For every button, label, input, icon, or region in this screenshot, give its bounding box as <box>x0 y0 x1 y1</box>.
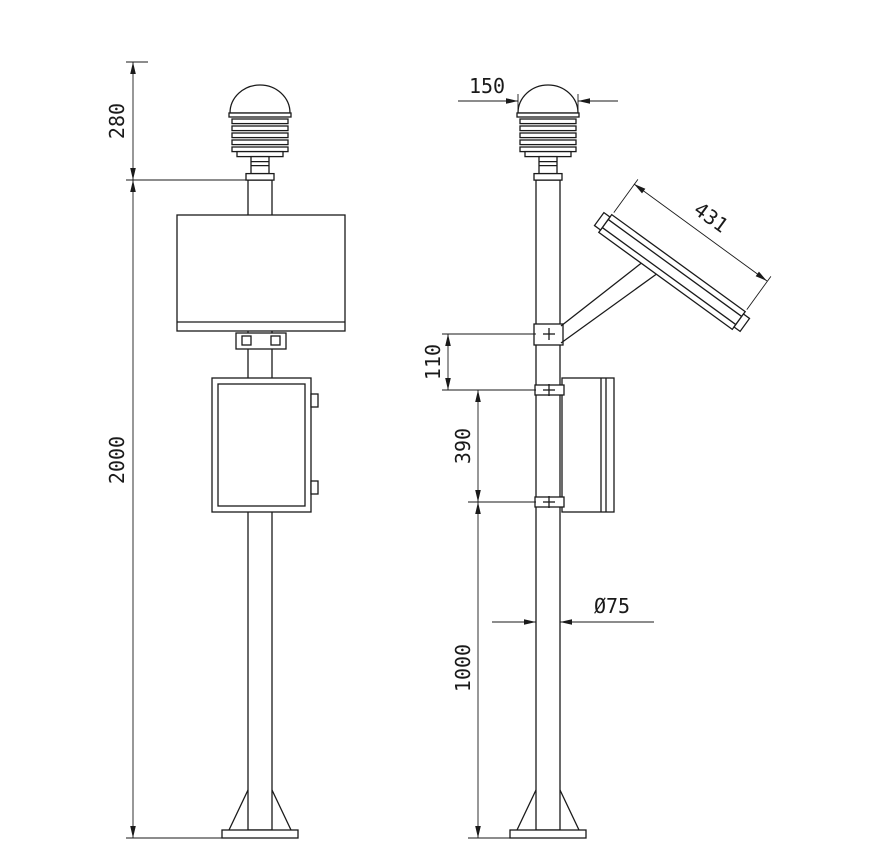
panel-arm <box>560 260 659 344</box>
dim-110-label: 110 <box>421 344 445 380</box>
dim-280: 280 <box>105 61 250 181</box>
side-view <box>509 84 751 839</box>
display-box-front <box>176 214 346 350</box>
cabinet-hinge-bottom <box>310 480 319 495</box>
dim-431-label: 431 <box>689 197 732 238</box>
dim-390: 390 <box>451 390 536 503</box>
base-plate-front <box>221 829 299 839</box>
dim-1000: 1000 <box>451 502 512 839</box>
dim-110: 110 <box>421 333 536 391</box>
panel-end-bracket-right <box>733 313 751 333</box>
dim-diameter-label: Ø75 <box>594 594 630 618</box>
dim-1000-label: 1000 <box>451 644 475 692</box>
base-front <box>221 789 299 839</box>
band-bolt-cross-bottom <box>543 496 555 508</box>
dim-2000: 2000 <box>105 180 224 839</box>
wind-sensor-front <box>228 84 292 181</box>
clamp-bolt-cross <box>543 328 555 340</box>
band-bolt-cross-top <box>543 384 555 396</box>
dim-150-label: 150 <box>469 74 505 98</box>
dim-2000-label: 2000 <box>105 436 129 484</box>
dim-150: 150 <box>458 74 618 112</box>
dimensions: 280 2000 150 431 110 <box>105 61 772 839</box>
control-cabinet-front <box>211 377 319 513</box>
wind-sensor-side <box>516 84 580 181</box>
dim-390-label: 390 <box>451 428 475 464</box>
base-side <box>509 789 587 839</box>
solar-panel <box>593 211 751 333</box>
panel-end-bracket-left <box>593 211 611 231</box>
front-view <box>176 84 346 839</box>
dim-280-label: 280 <box>105 103 129 139</box>
cabinet-hinge-top <box>310 393 319 408</box>
bracket-bolt-right <box>270 335 281 346</box>
bracket-bolt-left <box>241 335 252 346</box>
base-plate-side <box>509 829 587 839</box>
dim-pole-diameter: Ø75 <box>492 594 654 625</box>
